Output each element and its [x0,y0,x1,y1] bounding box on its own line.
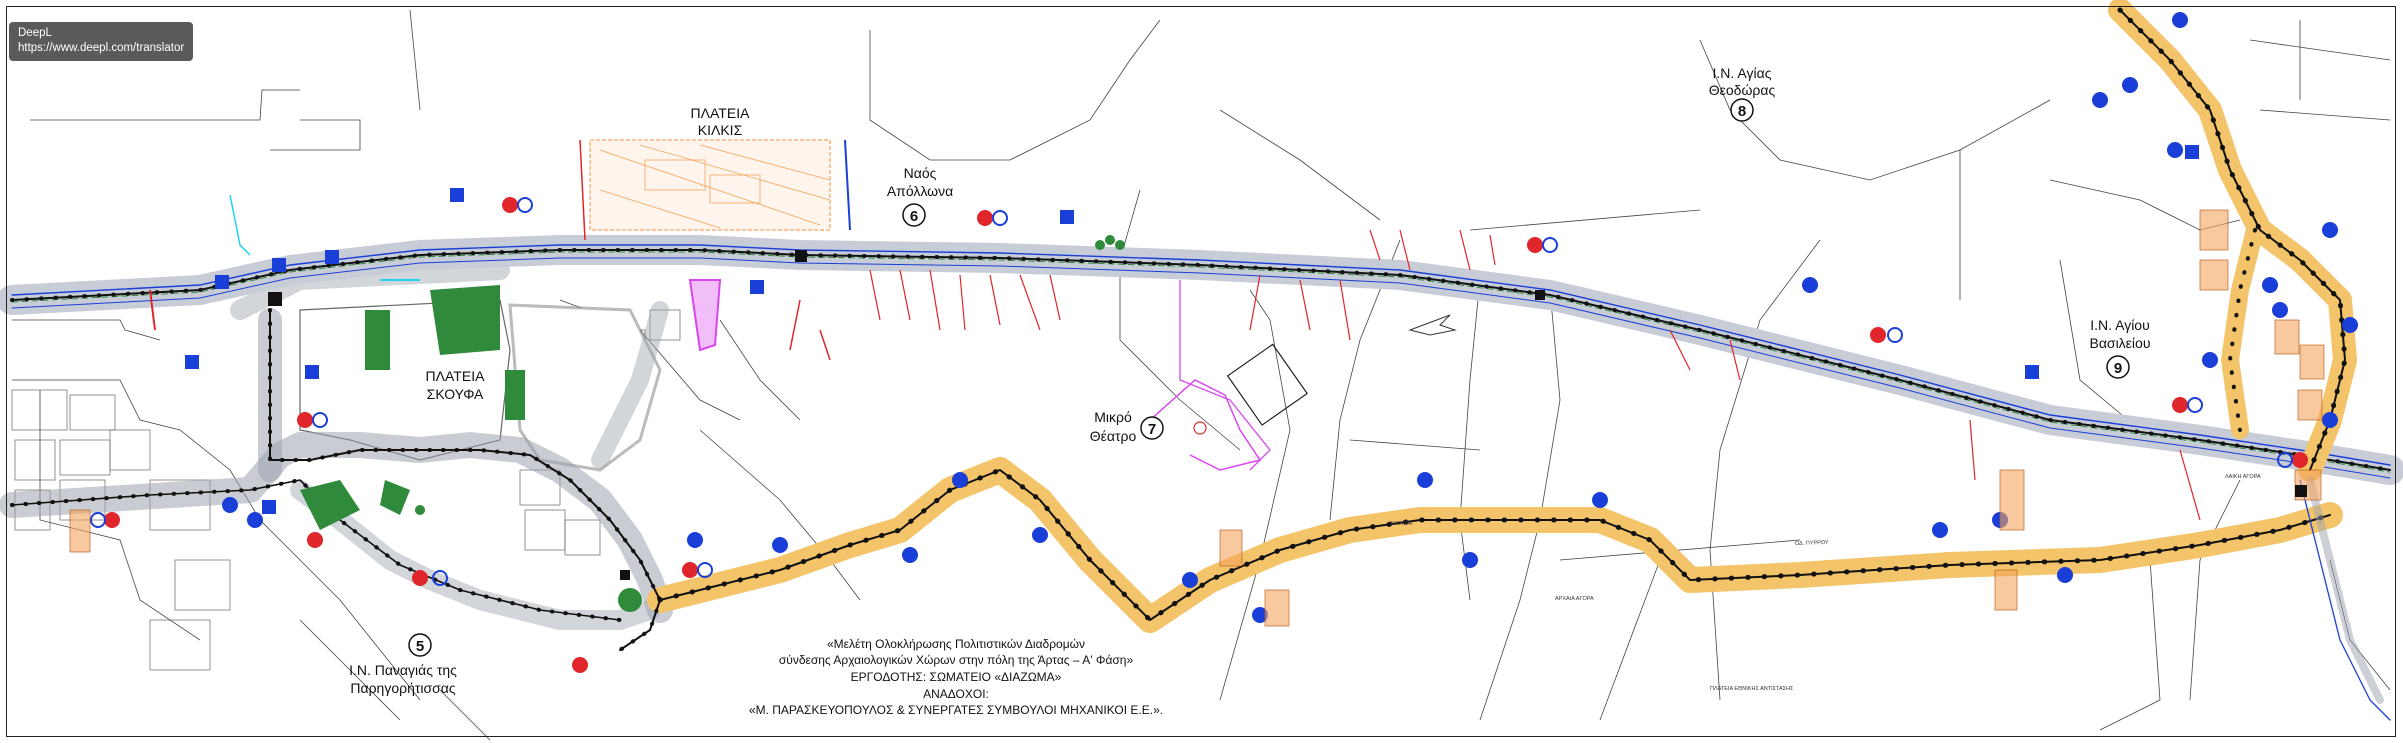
mikro-label-1: Μικρό [1094,409,1132,425]
kilkis-label-1: ΠΛΑΤΕΙΑ [691,105,751,121]
parigoritissa-number: 5 [416,638,424,655]
avenue-nodes [268,250,2307,580]
street-label-agora2: ΛΑΙΚΗ ΑΓΟΡΑ [2225,474,2261,480]
deepl-app-name: DeepL [18,27,52,39]
blue-markers [222,12,2358,623]
mikro-number: 7 [1148,421,1156,438]
walking-route-line [10,248,2392,472]
deepl-badge[interactable]: DeepL https://www.deepl.com/translator [9,22,194,61]
caption-line-3: ΕΡΓΟΔΟΤΗΣ: ΣΩΜΑΤΕΙΟ «ΔΙΑΖΩΜΑ» [851,670,1062,684]
vasileiou-label-2: Βασιλείου [2090,335,2151,351]
vasileiou-number-circle [2106,355,2130,379]
green-spaces [300,235,1125,612]
caption-line-5: «Μ. ΠΑΡΑΣΚΕΥΟΠΟΥΛΟΣ & ΣΥΝΕΡΓΑΤΕΣ ΣΥΜΒΟΥΛ… [749,703,1163,717]
theodoras-label-2: Θεοδώρας [1709,82,1776,98]
kilkis-square [589,139,831,231]
street-label-plateia: ΠΛΑΤΕΙΑ ΕΘΝΙΚΗΣ ΑΝΤΙΣΤΑΣΗΣ [1710,686,1794,692]
theodoras-number-circle [1730,98,1754,122]
sign-clusters [90,145,2308,673]
vasileiou-label-1: Ι.Ν. Αγίου [2090,317,2150,333]
mikro-number-circle [1140,416,1164,440]
right-vertical-route [2108,0,2391,721]
parigoritissa-label-1: Ι.Ν. Παναγιάς της [349,662,457,678]
caption-line-4: ΑΝΑΔΟΧΟΙ: [923,687,989,701]
skoufa-label-1: ΠΛΑΤΕΙΑ [426,368,486,384]
pedestrian-route [647,457,2343,633]
compass-arrow-icon [1408,314,1457,336]
caption-line-1: «Μελέτη Ολοκλήρωσης Πολιτιστικών Διαδρομ… [827,637,1085,651]
vasileiou-number: 9 [2114,360,2122,377]
street-furniture [69,209,2325,627]
accent-lines [149,139,2201,521]
theodoras-number: 8 [1738,103,1746,120]
parigoritissa-label-2: Παρηγορήτισσας [350,680,456,696]
street-label-pyrrou: ΟΔ. ΠΥΡΡΟΥ [1795,540,1829,547]
deepl-url: https://www.deepl.com/translator [18,42,185,54]
street-label-skoufa: ΣΚΟΥΦΑ [1390,521,1413,527]
apollona-label-2: Απόλλωνα [887,183,953,199]
skoufa-label-2: ΣΚΟΥΦΑ [427,386,484,402]
theodoras-label-1: Ι.Ν. Αγίας [1713,65,1772,81]
caption-line-2: σύνδεσης Αρχαιολογικών Χώρων στην πόλη τ… [779,653,1134,667]
parigoritissa-number-circle [408,633,432,657]
mikro-label-2: Θέατρο [1090,428,1137,444]
apollona-label-1: Ναός [904,165,937,181]
street-label-agora: ΑΡΧΑΙΑ ΑΓΟΡΑ [1555,596,1594,602]
block-right-of-skoufa [508,303,662,472]
apollona-number: 6 [910,208,918,225]
mikro-theatro-outline [1149,343,1308,471]
apollona-number-circle [902,203,926,227]
kilkis-label-2: ΚΙΛΚΙΣ [698,122,743,138]
